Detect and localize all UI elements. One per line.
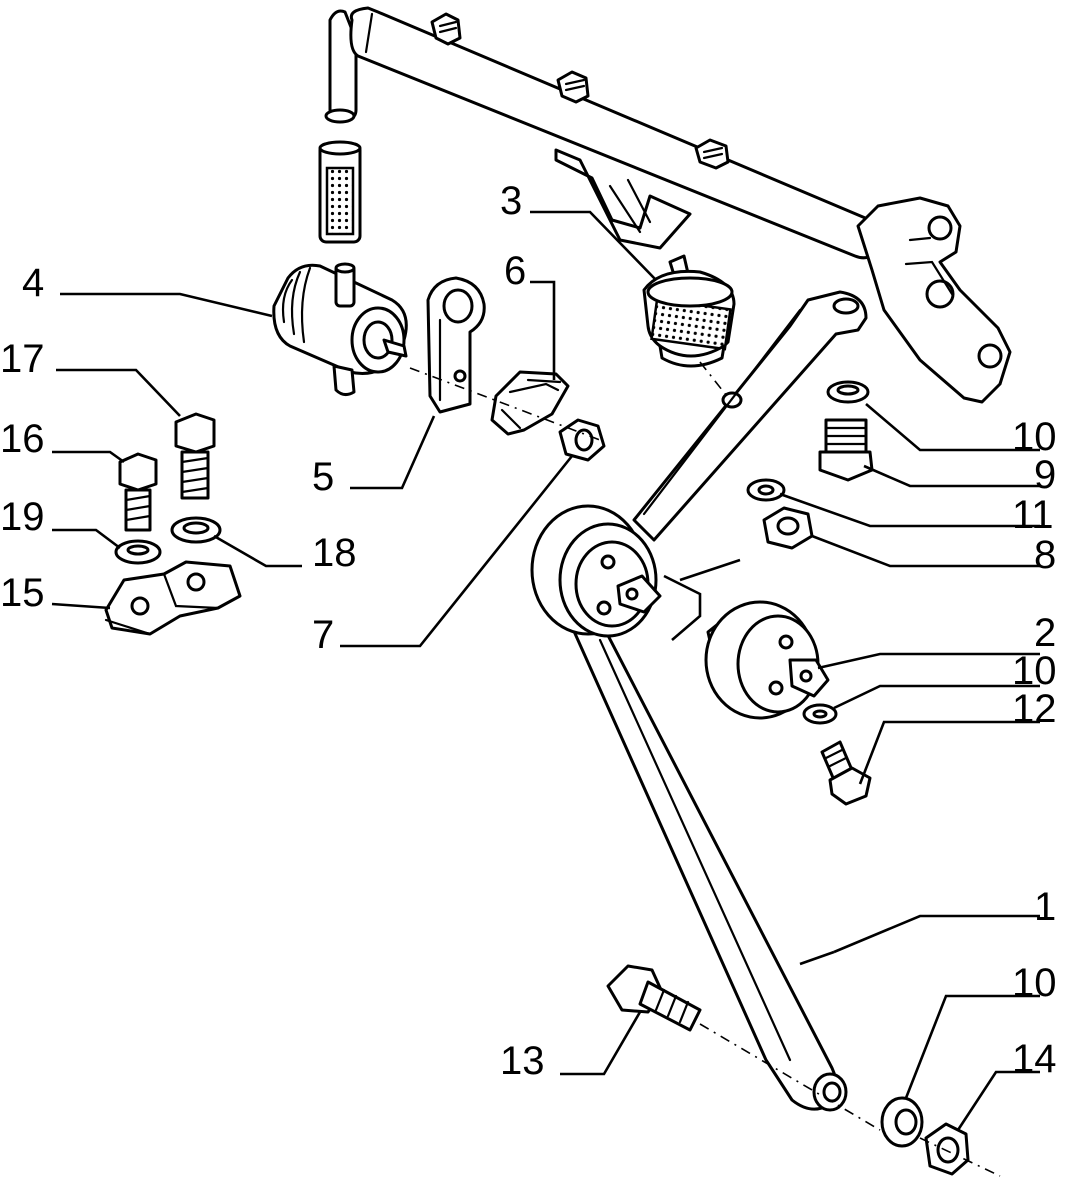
callout-11: 11 [1012,493,1054,537]
fuel-rail [324,6,1012,404]
part-12-bolt [820,740,872,806]
callout-9: 9 [1034,453,1056,497]
callout-4: 4 [22,261,44,305]
part-7-nut [558,418,606,462]
callout-13: 13 [500,1039,545,1083]
callout-1: 1 [1034,885,1056,929]
part-5-clamp-strap [426,276,486,414]
injector-nozzle-2 [556,70,590,104]
part-6-clip-bracket [490,370,570,436]
leader-lines [51,210,1040,1131]
leader-14 [956,1070,1040,1131]
leader-2 [817,652,1040,670]
part-17-bolt [174,412,216,500]
callout-17: 17 [0,337,45,381]
injector-nozzle-1 [430,12,462,46]
leader-19 [52,528,121,550]
leader-7 [340,455,574,648]
leader-13 [560,1011,642,1076]
callout-12: 12 [1012,687,1057,731]
callout-19: 19 [0,495,45,539]
leader-1 [833,914,1040,954]
leader-8 [811,534,1040,568]
part-18-washer [170,516,222,544]
part-3-rubber-mount [642,254,736,368]
part-15-plate [104,560,242,636]
leader-1-tip [799,950,835,966]
leader-10b [833,684,1040,710]
callout-14: 14 [1012,1037,1057,1081]
part-10-washer-lower [880,1096,924,1148]
callout-5: 5 [312,455,334,499]
leader-10a [865,403,1040,452]
part-1-support-arm [530,290,868,1112]
callout-2: 2 [1034,611,1056,655]
part-14-nut [924,1122,970,1176]
part-9-bolt [818,418,874,482]
callout-15: 15 [0,571,45,615]
callout-10a: 10 [1012,415,1057,459]
callout-18: 18 [312,531,357,575]
part-10-washer-top [826,380,870,404]
part-8-nut [762,506,814,550]
part-2-bush-assembly [704,600,830,720]
callout-10c: 10 [1012,961,1057,1005]
leader-16 [52,450,125,464]
leader-5 [350,415,436,490]
leader-12 [858,720,1040,785]
callout-8: 8 [1034,533,1056,577]
callout-labels: 1 2 3 4 5 6 7 8 9 10 10 10 11 12 13 14 1… [0,179,1057,1083]
leader-3 [530,210,657,281]
part-13-long-bolt [606,964,702,1032]
part-10-washer-middle [802,703,838,725]
leader-10c [904,994,1040,1099]
leader-9 [863,464,1040,488]
part-19-washer [114,539,162,565]
injector-nozzle-3 [694,138,730,170]
leader-4 [60,292,273,318]
leader-17 [56,368,181,417]
filter-mesh [318,140,362,244]
callout-3: 3 [500,179,522,223]
leader-15 [51,602,111,610]
part-4-fuel-pump [272,262,408,397]
callout-7: 7 [312,613,334,657]
callout-16: 16 [0,417,45,461]
leader-18 [213,534,302,568]
callout-10b: 10 [1012,649,1057,693]
callout-6: 6 [504,249,526,293]
part-11-washer [746,478,786,502]
leader-6 [530,280,556,380]
part-16-bolt [118,452,158,532]
leader-11 [779,492,1040,528]
